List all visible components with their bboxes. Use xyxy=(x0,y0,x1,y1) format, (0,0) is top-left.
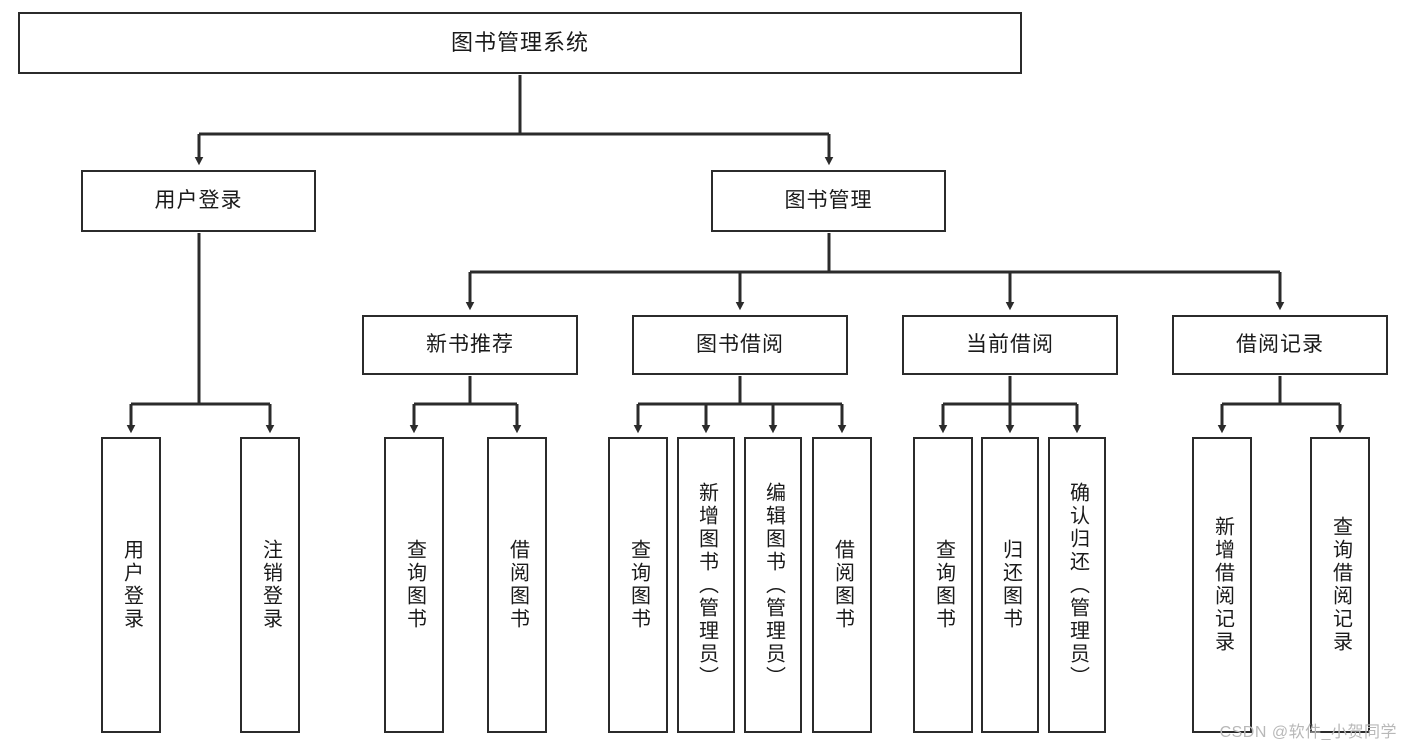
node-label: 新书推荐 xyxy=(426,333,514,357)
node-borrow-record[interactable]: 借阅记录 xyxy=(1172,315,1388,375)
leaf-user-logout[interactable]: 注销登录 xyxy=(240,437,300,733)
node-new-book-recommend[interactable]: 新书推荐 xyxy=(362,315,578,375)
leaf-add-book[interactable]: 新增图书（管理员） xyxy=(677,437,735,733)
node-label: 当前借阅 xyxy=(966,333,1054,357)
node-label: 查询图书 xyxy=(932,539,955,631)
leaf-user-login[interactable]: 用户登录 xyxy=(101,437,161,733)
node-book-manage[interactable]: 图书管理 xyxy=(711,170,946,232)
leaf-confirm-return[interactable]: 确认归还（管理员） xyxy=(1048,437,1106,733)
node-label: 图书管理系统 xyxy=(450,29,589,55)
node-label: 查询图书 xyxy=(627,539,650,631)
node-label: 新增图书（管理员） xyxy=(695,481,718,689)
node-label: 归还图书 xyxy=(999,539,1022,631)
node-label: 注销登录 xyxy=(259,539,282,631)
node-label: 用户登录 xyxy=(120,539,143,631)
node-root-system[interactable]: 图书管理系统 xyxy=(18,12,1022,74)
leaf-borrow-book-2[interactable]: 借阅图书 xyxy=(812,437,872,733)
node-label: 借阅记录 xyxy=(1236,333,1324,357)
node-user-login[interactable]: 用户登录 xyxy=(81,170,316,232)
node-label: 用户登录 xyxy=(154,189,243,213)
leaf-query-book-3[interactable]: 查询图书 xyxy=(913,437,973,733)
node-label: 图书管理 xyxy=(784,189,873,213)
leaf-query-book-1[interactable]: 查询图书 xyxy=(384,437,444,733)
node-label: 编辑图书（管理员） xyxy=(762,481,785,689)
leaf-query-book-2[interactable]: 查询图书 xyxy=(608,437,668,733)
node-label: 查询图书 xyxy=(403,539,426,631)
node-label: 借阅图书 xyxy=(831,539,854,631)
leaf-add-record[interactable]: 新增借阅记录 xyxy=(1192,437,1252,733)
leaf-return-book[interactable]: 归还图书 xyxy=(981,437,1039,733)
node-label: 新增借阅记录 xyxy=(1211,516,1234,654)
node-label: 确认归还（管理员） xyxy=(1066,481,1089,689)
leaf-borrow-book-1[interactable]: 借阅图书 xyxy=(487,437,547,733)
node-book-borrow[interactable]: 图书借阅 xyxy=(632,315,848,375)
node-label: 借阅图书 xyxy=(506,539,529,631)
leaf-edit-book[interactable]: 编辑图书（管理员） xyxy=(744,437,802,733)
node-label: 查询借阅记录 xyxy=(1329,516,1352,654)
leaf-query-record[interactable]: 查询借阅记录 xyxy=(1310,437,1370,733)
node-current-borrow[interactable]: 当前借阅 xyxy=(902,315,1118,375)
node-label: 图书借阅 xyxy=(696,333,784,357)
